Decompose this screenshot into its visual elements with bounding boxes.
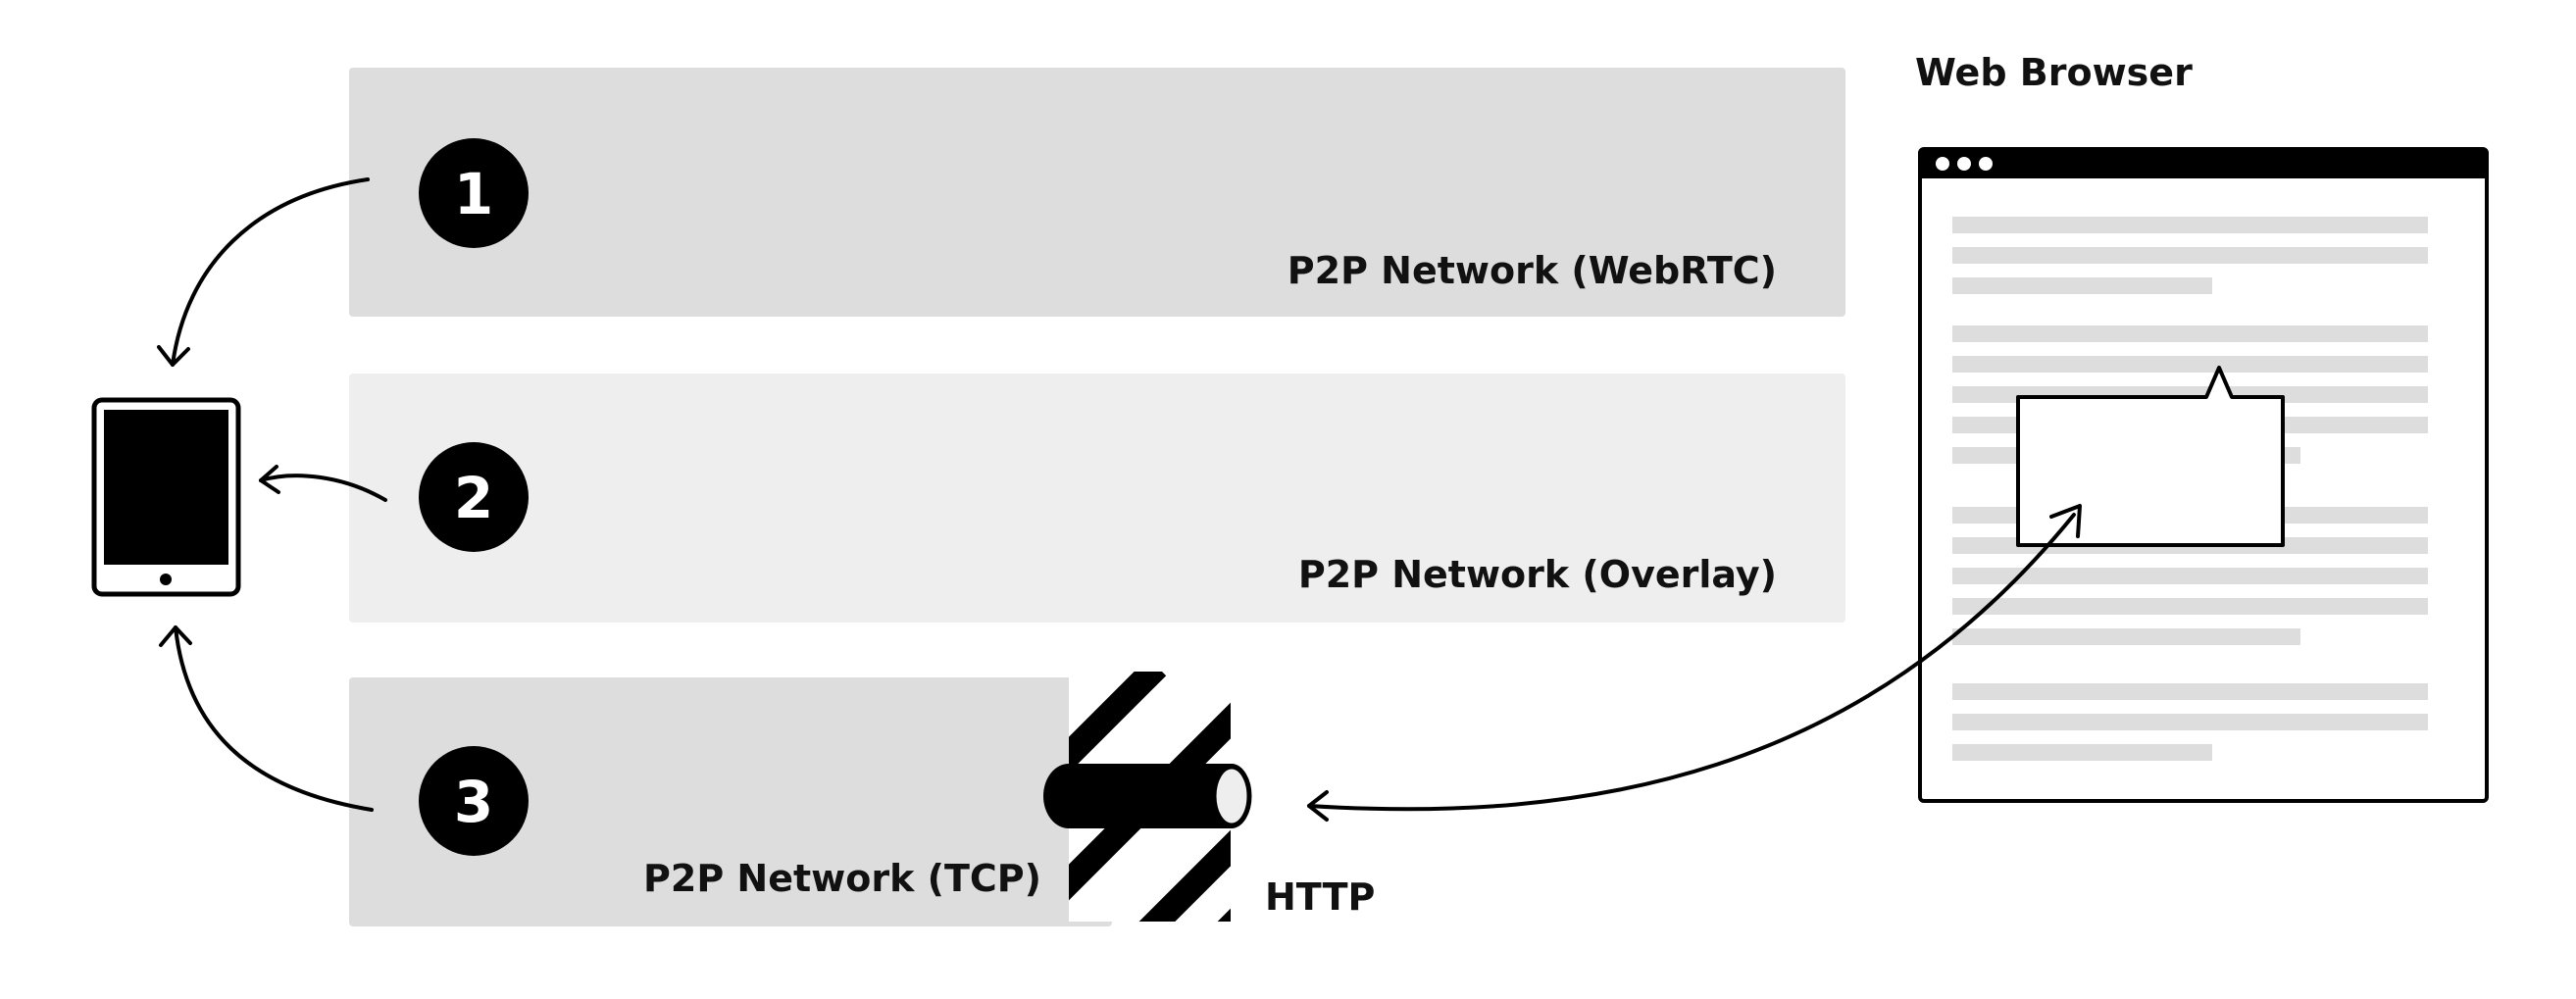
- tablet-icon: [91, 397, 241, 597]
- step-number-3: 3: [454, 769, 493, 835]
- step-number-2: 2: [454, 465, 493, 531]
- network-label-webrtc: P2P Network (WebRTC): [1288, 249, 1777, 292]
- step-badge-1: 1: [419, 138, 529, 248]
- arrow-overlay-to-tablet: [259, 465, 387, 502]
- browser-title: Web Browser: [1915, 51, 2193, 94]
- panel-overlay: [349, 374, 1845, 623]
- http-label: HTTP: [1265, 875, 1375, 919]
- panel-webrtc: [349, 68, 1845, 317]
- network-label-overlay: P2P Network (Overlay): [1298, 553, 1777, 596]
- step-badge-2: 2: [419, 442, 529, 552]
- arrow-http-to-browser: [1307, 504, 2082, 822]
- step-number-1: 1: [454, 161, 493, 227]
- window-dot-icon: [1936, 157, 1949, 171]
- window-dot-icon: [1957, 157, 1971, 171]
- window-dot-icon: [1979, 157, 1993, 171]
- pipe-icon: [1043, 764, 1252, 828]
- network-label-tcp: P2P Network (TCP): [643, 857, 1041, 900]
- placeholder-text-lines: [1952, 217, 2428, 761]
- browser-window-icon: [1918, 147, 2489, 803]
- arrow-tcp-to-tablet: [159, 625, 374, 812]
- arrow-webrtc-to-tablet: [157, 177, 370, 367]
- step-badge-3: 3: [419, 746, 529, 856]
- panel-tcp: [349, 677, 1112, 926]
- speech-bubble-icon: [2016, 366, 2285, 547]
